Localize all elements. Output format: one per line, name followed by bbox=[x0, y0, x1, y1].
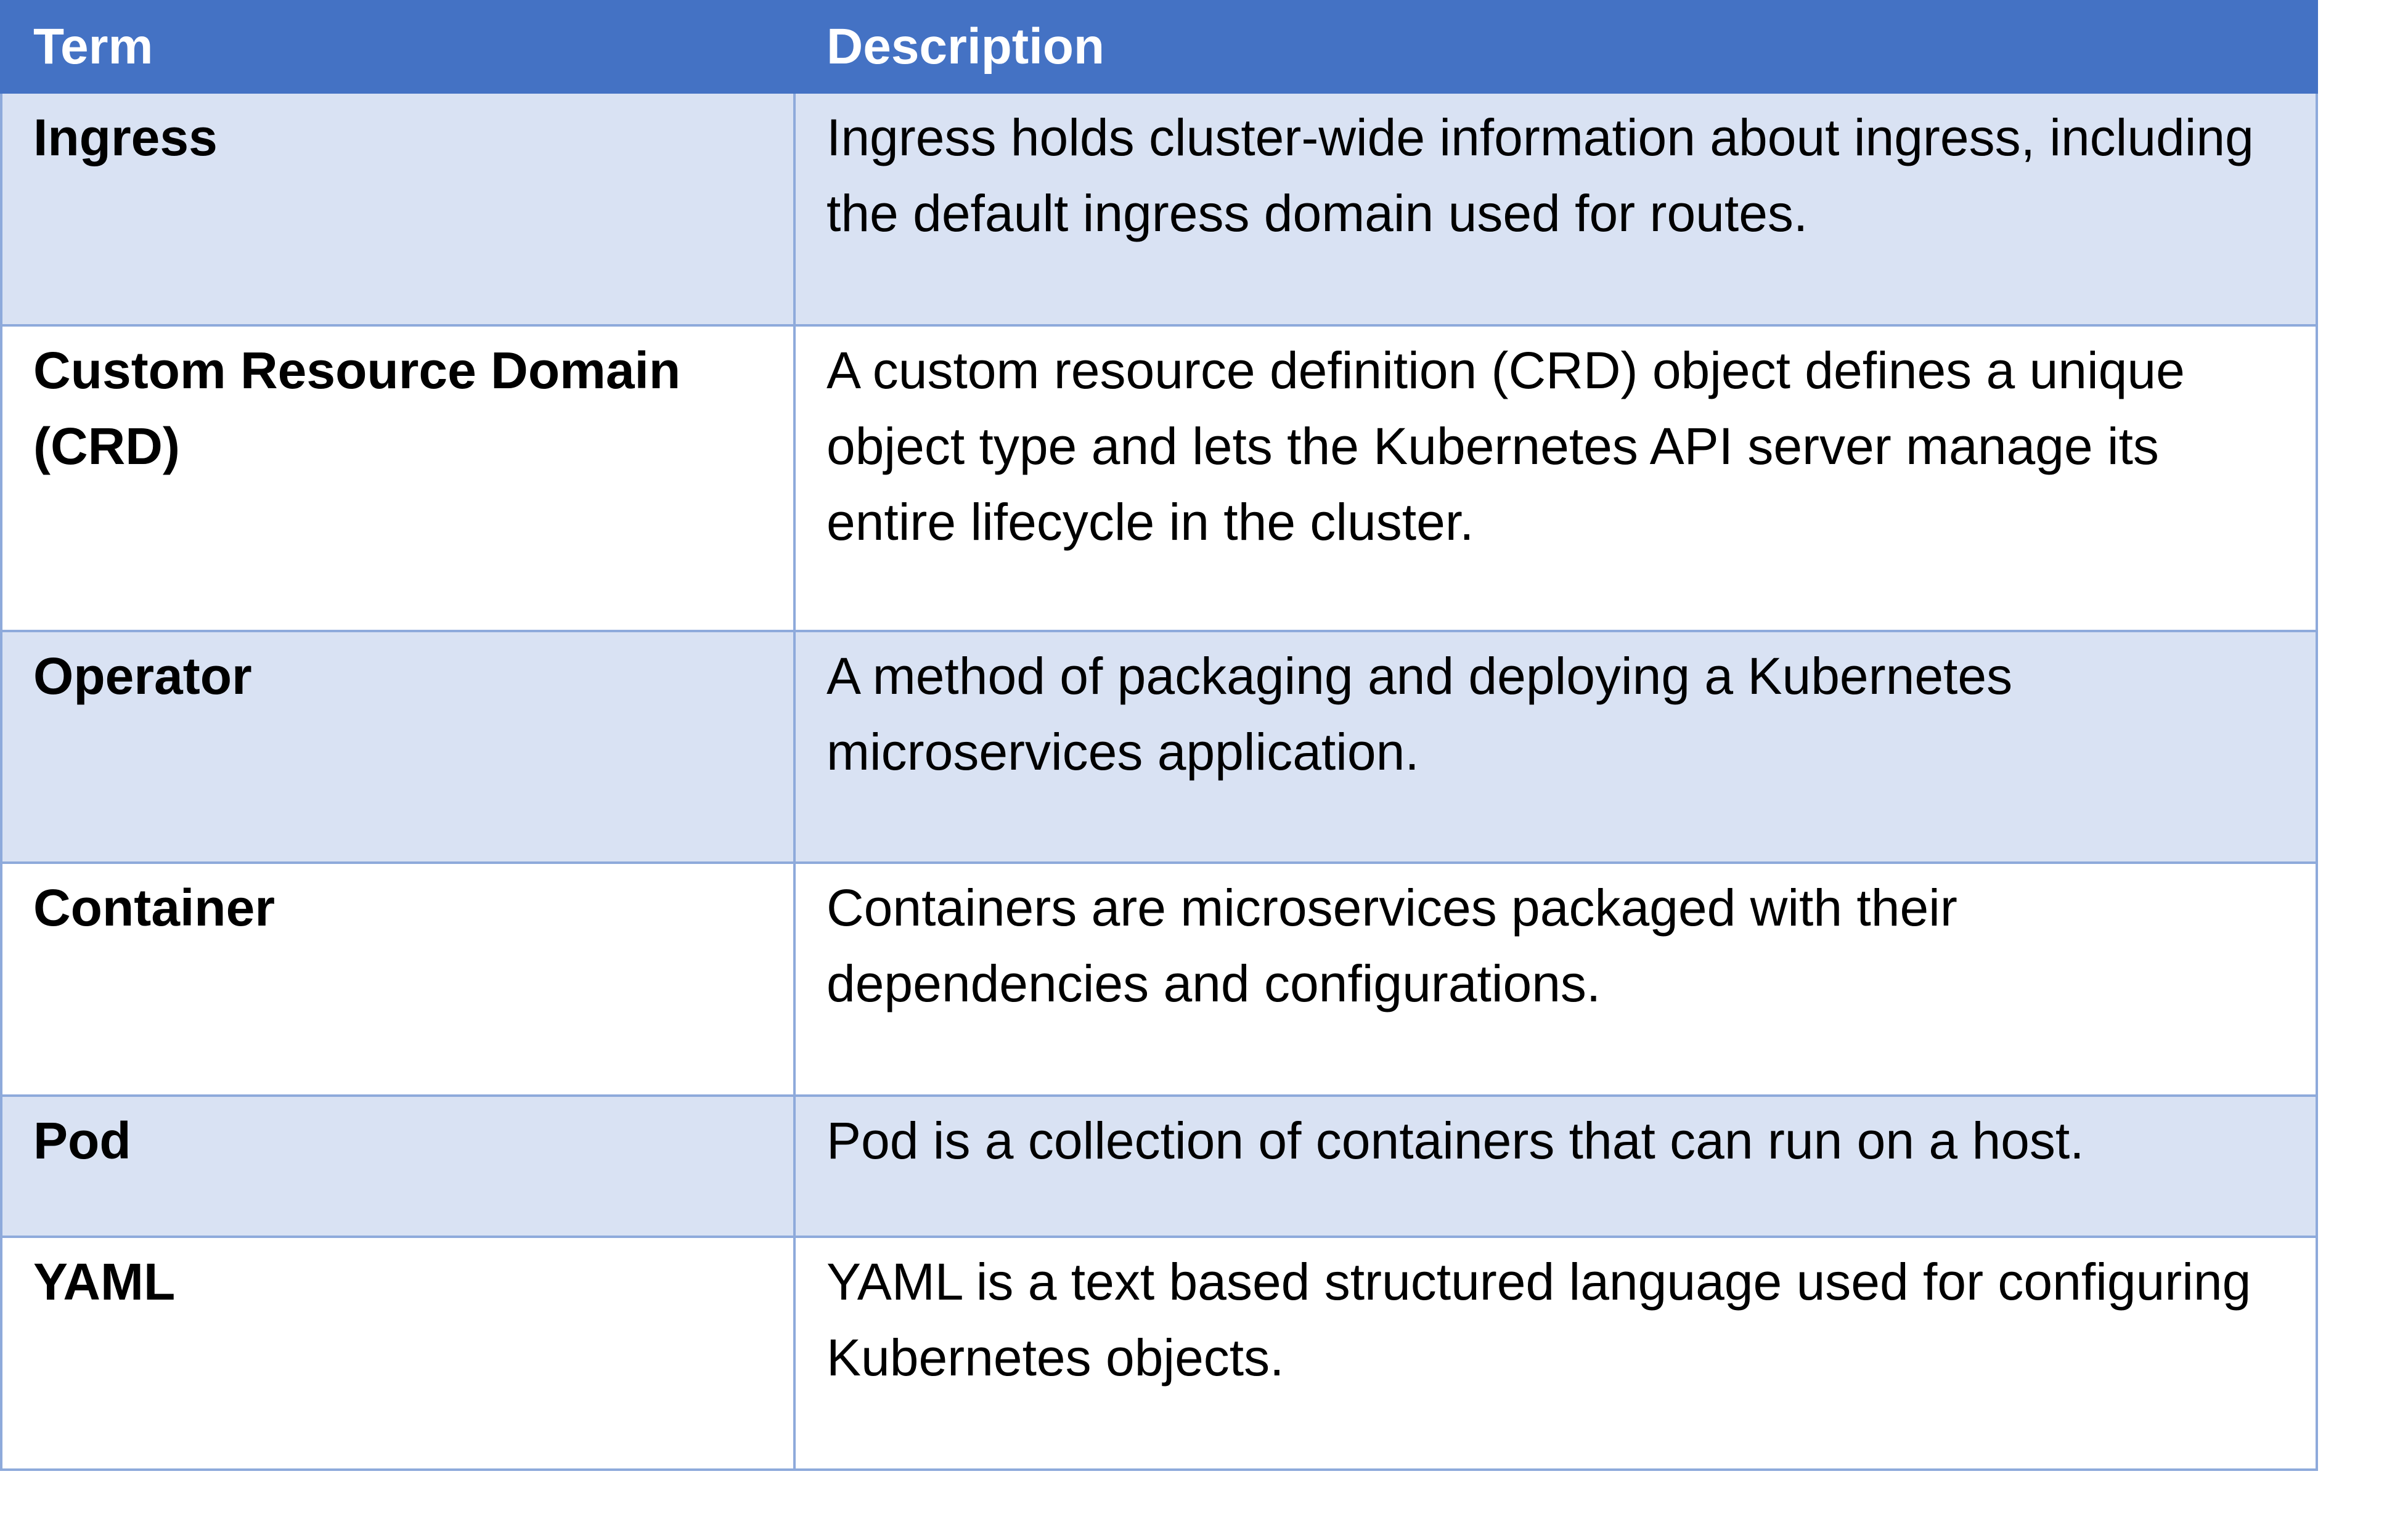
description-cell: Containers are microservices packaged wi… bbox=[793, 861, 2318, 1097]
description-cell: YAML is a text based structured language… bbox=[793, 1236, 2318, 1471]
header-row: Term Description bbox=[0, 0, 2318, 94]
table-row: YAML YAML is a text based structured lan… bbox=[0, 1236, 2318, 1471]
term-cell: Container bbox=[0, 861, 796, 1097]
term-cell: Pod bbox=[0, 1094, 796, 1238]
table-row: Container Containers are microservices p… bbox=[0, 861, 2318, 1097]
table-row: Custom Resource Domain (CRD) A custom re… bbox=[0, 324, 2318, 632]
description-cell: A method of packaging and deploying a Ku… bbox=[793, 630, 2318, 864]
term-cell: YAML bbox=[0, 1236, 796, 1471]
term-cell: Custom Resource Domain (CRD) bbox=[0, 324, 796, 632]
table-row: Pod Pod is a collection of containers th… bbox=[0, 1094, 2318, 1238]
table-row: Ingress Ingress holds cluster-wide infor… bbox=[0, 91, 2318, 327]
table-row: Operator A method of packaging and deplo… bbox=[0, 630, 2318, 864]
term-cell: Operator bbox=[0, 630, 796, 864]
description-cell: A custom resource definition (CRD) objec… bbox=[793, 324, 2318, 632]
header-description: Description bbox=[793, 0, 2318, 94]
description-cell: Pod is a collection of containers that c… bbox=[793, 1094, 2318, 1238]
header-term: Term bbox=[0, 0, 796, 94]
glossary-table: Term Description Ingress Ingress holds c… bbox=[0, 0, 2318, 1471]
description-cell: Ingress holds cluster-wide information a… bbox=[793, 91, 2318, 327]
term-cell: Ingress bbox=[0, 91, 796, 327]
